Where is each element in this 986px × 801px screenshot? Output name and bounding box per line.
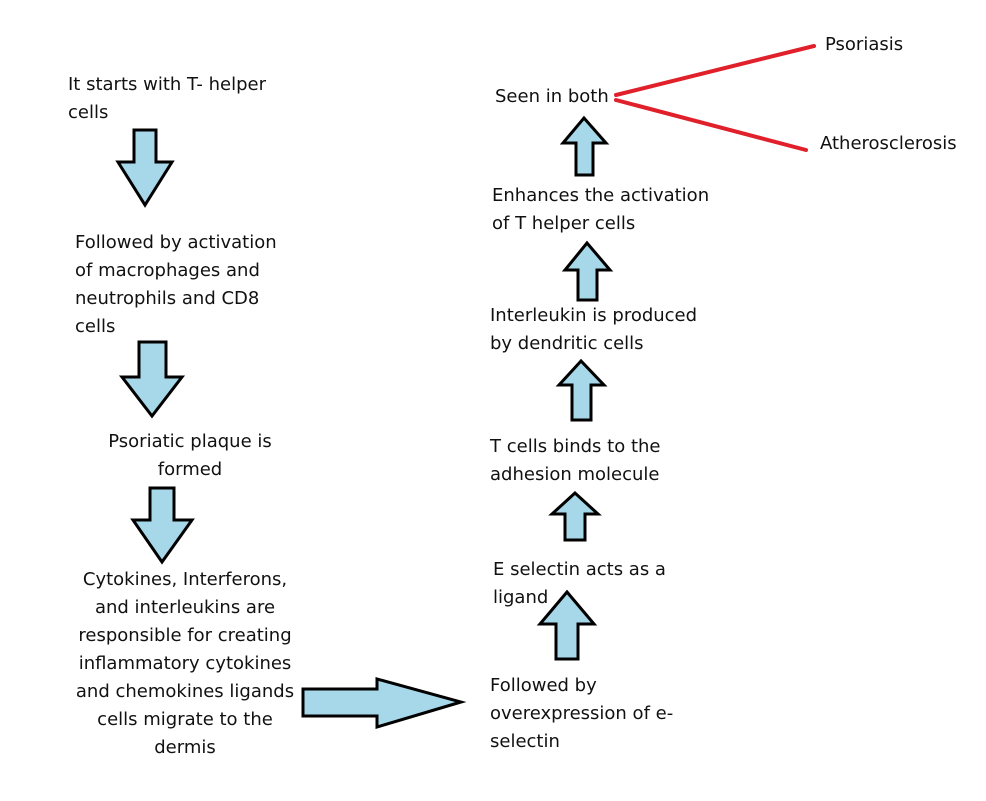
node-line: E selectin acts as a xyxy=(493,559,666,580)
node-t-cells-adhesion: T cells binds to the adhesion molecule xyxy=(490,433,660,489)
node-line: and chemokines ligands xyxy=(75,681,295,702)
node-t-helper-start: It starts with T- helper cells xyxy=(68,71,266,127)
up-arrow-4 xyxy=(561,240,614,302)
node-line: inflammatory cytokines xyxy=(78,653,292,674)
node-line: Seen in both xyxy=(495,86,609,107)
outcome-atherosclerosis: Atherosclerosis xyxy=(820,130,957,158)
node-line: of macrophages and xyxy=(75,260,260,281)
node-line: T cells binds to the xyxy=(490,436,661,457)
node-line: adhesion molecule xyxy=(490,464,660,485)
node-macrophage-activation: Followed by activation of macrophages an… xyxy=(75,229,277,341)
node-line: It starts with T- helper xyxy=(68,74,266,95)
node-line: ligand xyxy=(493,587,549,608)
down-arrow-3 xyxy=(130,486,195,565)
up-arrow-2 xyxy=(548,490,602,542)
node-interleukin-dendritic: Interleukin is produced by dendritic cel… xyxy=(490,302,697,358)
node-line: and interleukins are xyxy=(94,597,276,618)
outcome-label: Atherosclerosis xyxy=(820,133,957,154)
node-line: responsible for creating xyxy=(78,625,292,646)
node-psoriatic-plaque: Psoriatic plaque is formed xyxy=(80,428,300,484)
node-e-selectin-overexpression: Followed by overexpression of e- selecti… xyxy=(490,672,673,756)
node-line: by dendritic cells xyxy=(490,333,644,354)
node-line: selectin xyxy=(490,731,560,752)
node-line: cells xyxy=(75,316,116,337)
node-line: dermis xyxy=(154,737,216,758)
down-arrow-1 xyxy=(115,128,175,208)
outcome-label: Psoriasis xyxy=(825,34,904,55)
node-line: cells xyxy=(68,102,109,123)
right-arrow xyxy=(301,677,467,730)
up-arrow-5 xyxy=(559,115,610,177)
node-t-helper-enhance: Enhances the activation of T helper cell… xyxy=(492,182,709,238)
node-line: Cytokines, Interferons, xyxy=(82,569,288,590)
branch-line-atherosclerosis xyxy=(614,98,808,152)
up-arrow-3 xyxy=(555,358,608,422)
node-line: Followed by xyxy=(490,675,597,696)
node-line: of T helper cells xyxy=(492,213,636,234)
node-line: formed xyxy=(157,459,223,480)
up-arrow-1 xyxy=(536,589,598,661)
down-arrow-2 xyxy=(118,340,186,419)
node-line: Interleukin is produced xyxy=(490,305,698,326)
node-seen-in-both: Seen in both xyxy=(495,83,609,111)
node-line: neutrophils and CD8 xyxy=(75,288,260,309)
node-e-selectin-ligand: E selectin acts as a ligand xyxy=(493,556,666,612)
node-line: Enhances the activation xyxy=(492,185,710,206)
node-cytokines: Cytokines, Interferons, and interleukins… xyxy=(60,566,310,762)
outcome-psoriasis: Psoriasis xyxy=(825,31,903,59)
branch-line-psoriasis xyxy=(614,44,816,97)
node-line: cells migrate to the xyxy=(97,709,273,730)
node-line: Psoriatic plaque is xyxy=(108,431,272,452)
node-line: overexpression of e- xyxy=(490,703,674,724)
node-line: Followed by activation xyxy=(75,232,277,253)
